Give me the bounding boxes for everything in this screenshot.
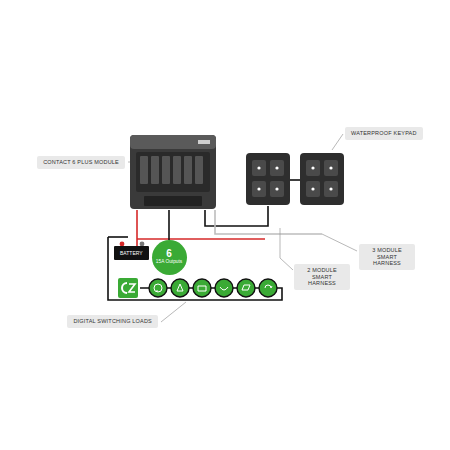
wiring-part (290, 179, 300, 181)
callout-box: 3 MODULE SMART HARNESS (359, 244, 415, 270)
wiring-part (108, 236, 128, 238)
contact-module-part (136, 152, 210, 192)
waterproof-keypads-part (306, 181, 320, 197)
waterproof-keypads-part (246, 153, 290, 205)
callout-box: WATERPROOF KEYPAD (345, 127, 423, 140)
node-label: WATERPROOF KEYPAD (351, 130, 417, 137)
contact-module-part (130, 135, 216, 209)
load-icons-part (259, 279, 277, 297)
node-label: CONTACT 6 PLUS MODULE (43, 159, 119, 166)
waterproof-keypads-part (324, 181, 338, 197)
leader-lines-part (161, 302, 186, 322)
contact-module-part (151, 156, 159, 184)
load-icons-part (171, 279, 189, 297)
czone-logo (118, 278, 138, 298)
load-icons-part (177, 284, 183, 291)
waterproof-keypads (246, 153, 344, 205)
leader-lines-part (332, 134, 343, 150)
waterproof-keypads-part (324, 160, 338, 176)
outputs-circle: 615A Outputs (152, 240, 187, 275)
load-icons-part (215, 279, 233, 297)
load-icons-part (242, 285, 250, 290)
wiring-part (215, 210, 322, 234)
contact-module-part (173, 156, 181, 184)
load-icons-part (220, 287, 228, 290)
load-icons-part (149, 279, 167, 297)
node-label: DIGITAL SWITCHING LOADS (73, 318, 152, 325)
wiring-part (108, 237, 282, 300)
contact-module-part (162, 156, 170, 184)
battery-box: BATTERY (114, 246, 149, 260)
node-label: 15A Outputs (156, 259, 182, 264)
contact-module (130, 135, 216, 209)
contact-module-part (195, 156, 203, 184)
callout-box: DIGITAL SWITCHING LOADS (67, 315, 158, 328)
load-icons (149, 279, 277, 297)
waterproof-keypads-part-part (257, 187, 260, 190)
czone-logo-part (129, 284, 135, 292)
waterproof-keypads-part-part (329, 166, 332, 169)
leader-lines-part (322, 234, 357, 251)
waterproof-keypads-part (300, 153, 344, 205)
leader-lines (128, 134, 357, 322)
waterproof-keypads-part-part (275, 187, 278, 190)
contact-module-part (198, 140, 210, 144)
contact-module-part (184, 156, 192, 184)
waterproof-keypads-part-part (275, 166, 278, 169)
wiring-part (136, 210, 138, 246)
contact-module-part (140, 156, 148, 184)
waterproof-keypads-part-part (257, 166, 260, 169)
waterproof-keypads-part (306, 160, 320, 176)
waterproof-keypads-part (270, 181, 284, 197)
wiring-part (137, 238, 265, 240)
waterproof-keypads-part-part (329, 187, 332, 190)
wiring-part (168, 210, 170, 240)
waterproof-keypads-part (270, 160, 284, 176)
czone-logo-part (122, 283, 127, 293)
node-label: 3 MODULE SMART HARNESS (365, 247, 409, 267)
load-icons-part (193, 279, 211, 297)
callout-box: 2 MODULE SMART HARNESS (294, 264, 350, 290)
load-icons-part (198, 286, 206, 291)
contact-module-part (144, 196, 202, 206)
load-icons-part (154, 284, 162, 292)
leader-lines-part (280, 228, 293, 270)
load-icons-part (265, 285, 272, 288)
czone-logo-part (118, 278, 138, 298)
output-count: 6 (166, 249, 172, 259)
waterproof-keypads-part (257, 166, 332, 190)
waterproof-keypads-part-part (311, 187, 314, 190)
callout-box: CONTACT 6 PLUS MODULE (37, 156, 125, 169)
load-icons-part (237, 279, 255, 297)
contact-module-part (130, 135, 216, 149)
waterproof-keypads-part-part (311, 166, 314, 169)
waterproof-keypads-part (252, 181, 266, 197)
node-label: BATTERY (120, 250, 143, 256)
node-label: 2 MODULE SMART HARNESS (300, 267, 344, 287)
waterproof-keypads-part (252, 160, 266, 176)
